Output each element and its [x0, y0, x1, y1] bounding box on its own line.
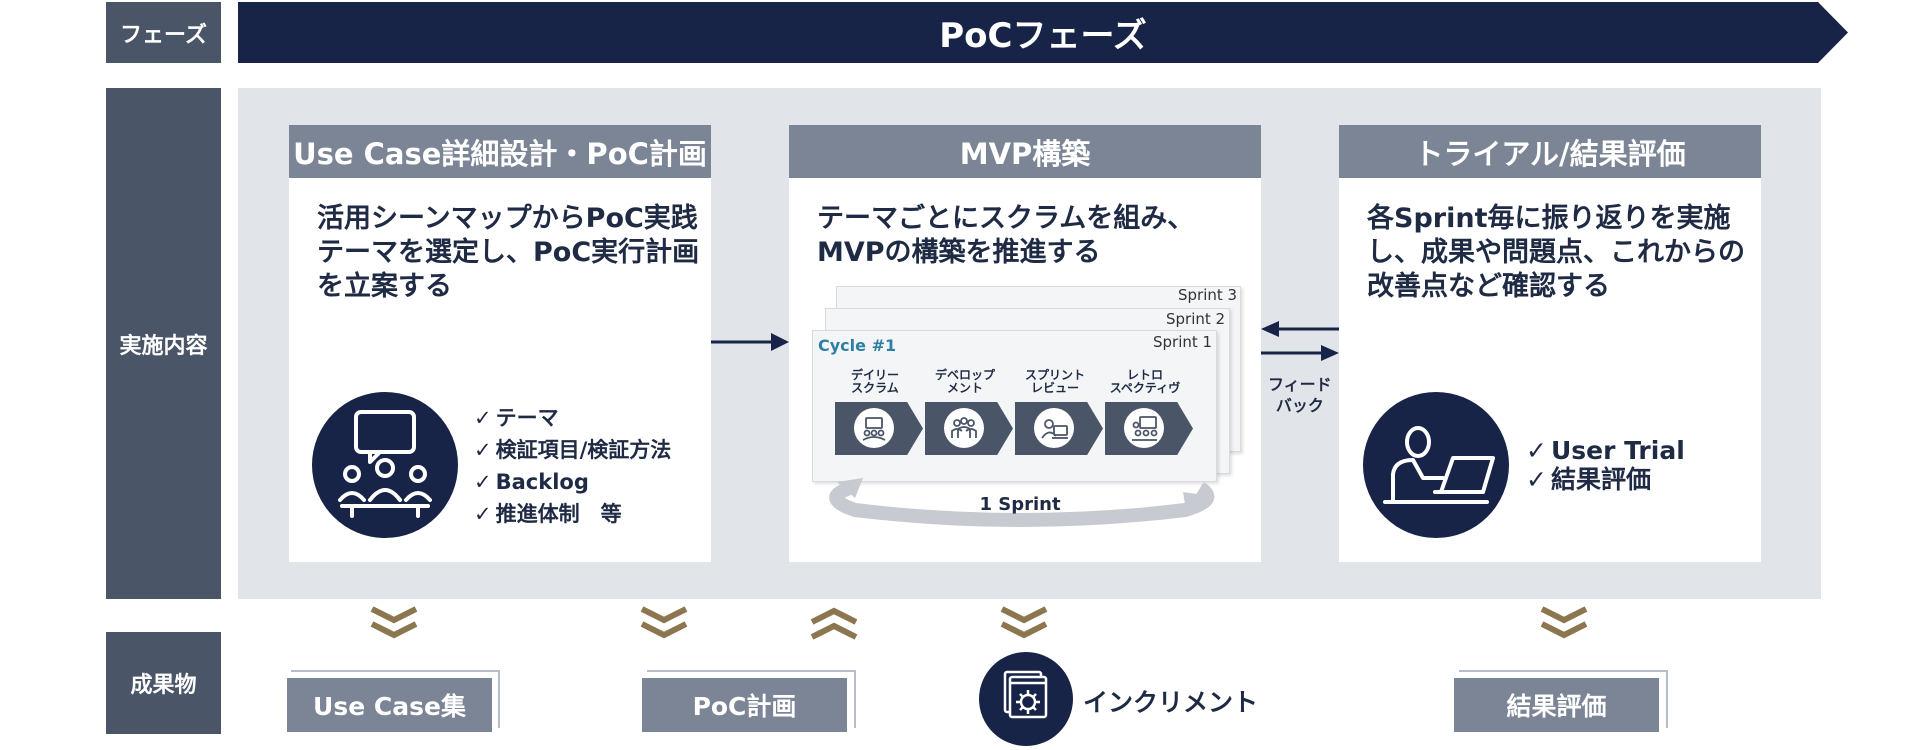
increment-icon [979, 652, 1073, 746]
cycle-label: Cycle #1 [818, 336, 897, 355]
deliverables-row-label: 成果物 [106, 632, 221, 734]
deliverable-poc-plan: PoC計画 [642, 678, 847, 732]
chevron-down-icon [1000, 606, 1048, 639]
step-name: デイリースクラム [850, 368, 899, 395]
team-icon [944, 408, 984, 448]
checklist-item: 推進体制 等 [474, 498, 671, 530]
deliverable-result: 結果評価 [1454, 678, 1659, 732]
retrospective-icon [1124, 408, 1164, 448]
step-name: デベロップメント [934, 368, 995, 395]
feedback-label: フィード バック [1268, 375, 1332, 415]
meeting-icon [312, 392, 458, 538]
deliverable-stack [1459, 670, 1668, 728]
card1-checklist: テーマ 検証項目/検証方法 Backlog 推進体制 等 [474, 402, 672, 530]
chevron-down-icon [640, 606, 688, 639]
review-icon [1034, 408, 1074, 448]
checklist-item: テーマ [474, 402, 671, 434]
deliverable-stack [291, 670, 500, 728]
deliverable-stack [647, 670, 856, 728]
step-name: レトロスペクティヴ [1109, 368, 1181, 395]
chevron-down-icon [1540, 606, 1588, 639]
card-title: Use Case詳細設計・PoC計画 [289, 125, 711, 178]
checklist-item: 結果評価 [1526, 465, 1685, 494]
feedback-arrows [1261, 321, 1339, 361]
sprint-label: Sprint 1 [1153, 333, 1213, 351]
flow-arrow [711, 333, 789, 351]
content-row-label: 実施内容 [106, 88, 221, 599]
user-laptop-icon [1363, 392, 1509, 538]
sprint-label: Sprint 2 [1166, 310, 1226, 328]
checklist-item: User Trial [1526, 436, 1685, 465]
phase-banner: PoCフェーズ [238, 2, 1848, 63]
card-description: テーマごとにスクラムを組み、 MVPの構築を推進する [817, 203, 1195, 268]
chevron-down-icon [370, 606, 418, 639]
deliverable-use-case: Use Case集 [287, 678, 492, 732]
card-description: 活用シーンマップからPoC実践 テーマを選定し、PoC実行計画 を立案する [317, 203, 700, 302]
sprint-loop-label: 1 Sprint [979, 494, 1061, 515]
sprint-loop-arrow [829, 478, 1215, 527]
chevron-up-icon [810, 607, 858, 640]
deliverable-increment: インクリメント [1083, 688, 1259, 717]
card3-checklist: User Trial 結果評価 [1526, 436, 1685, 494]
phase-row-label: フェーズ [106, 2, 221, 63]
step-name: スプリントレビュー [1024, 368, 1085, 395]
daily-scrum-icon [854, 408, 894, 448]
card-description: 各Sprint毎に振り返りを実施 し、成果や問題点、これからの 改善点など確認す… [1367, 203, 1745, 302]
checklist-item: 検証項目/検証方法 [474, 434, 672, 466]
sprint-label: Sprint 3 [1178, 286, 1238, 304]
checklist-item: Backlog [474, 466, 671, 498]
card-title: MVP構築 [789, 125, 1261, 178]
card-title: トライアル/結果評価 [1339, 125, 1761, 178]
